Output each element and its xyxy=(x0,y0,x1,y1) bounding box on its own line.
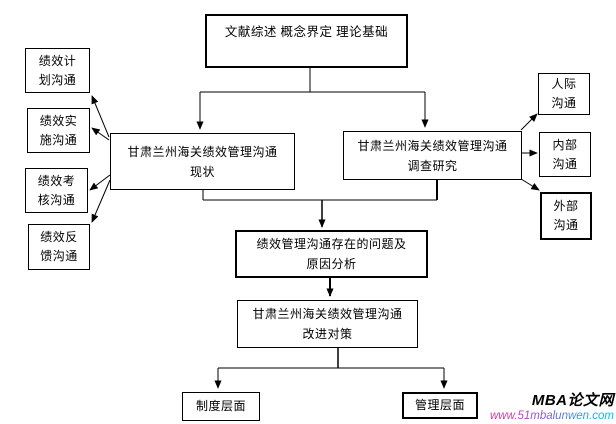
node-survey-research: 甘肃兰州海关绩效管理沟通 调查研究 xyxy=(343,131,522,180)
arrow-to-assess xyxy=(89,174,111,191)
node-performance-impl-comm: 绩效实 施沟通 xyxy=(27,108,90,153)
node-improvement-strategy: 甘肃兰州海关绩效管理沟通 改进对策 xyxy=(237,300,418,348)
node-internal-comm: 内部 沟通 xyxy=(539,132,591,177)
node-literature-review: 文献综述 概念界定 理论基础 xyxy=(205,14,408,68)
arrow-to-implement xyxy=(91,127,110,141)
node-performance-feedback-comm: 绩效反 馈沟通 xyxy=(28,224,90,270)
watermark-brand: MBA论文网 xyxy=(531,392,614,409)
node-institution-level: 制度层面 xyxy=(182,392,260,421)
node-management-level: 管理层面 xyxy=(402,392,478,419)
arrow-to-external xyxy=(520,178,540,191)
node-problem-analysis: 绩效管理沟通存在的问题及 原因分析 xyxy=(235,230,428,278)
node-external-comm: 外部 沟通 xyxy=(540,192,592,240)
arrow-to-feedback xyxy=(91,179,111,223)
node-interpersonal-comm: 人际 沟通 xyxy=(538,73,590,115)
arrow-to-interpersonal xyxy=(520,113,538,131)
watermark-url: www.51mbalunwen.com xyxy=(489,410,614,422)
arrow-to-plan xyxy=(91,95,110,138)
node-current-status: 甘肃兰州海关绩效管理沟通 现状 xyxy=(110,133,295,190)
watermark: MBA论文网 www.51mbalunwen.com xyxy=(490,389,614,422)
node-performance-assess-comm: 绩效考 核沟通 xyxy=(25,168,88,213)
node-performance-plan-comm: 绩效计 划沟通 xyxy=(25,48,90,93)
